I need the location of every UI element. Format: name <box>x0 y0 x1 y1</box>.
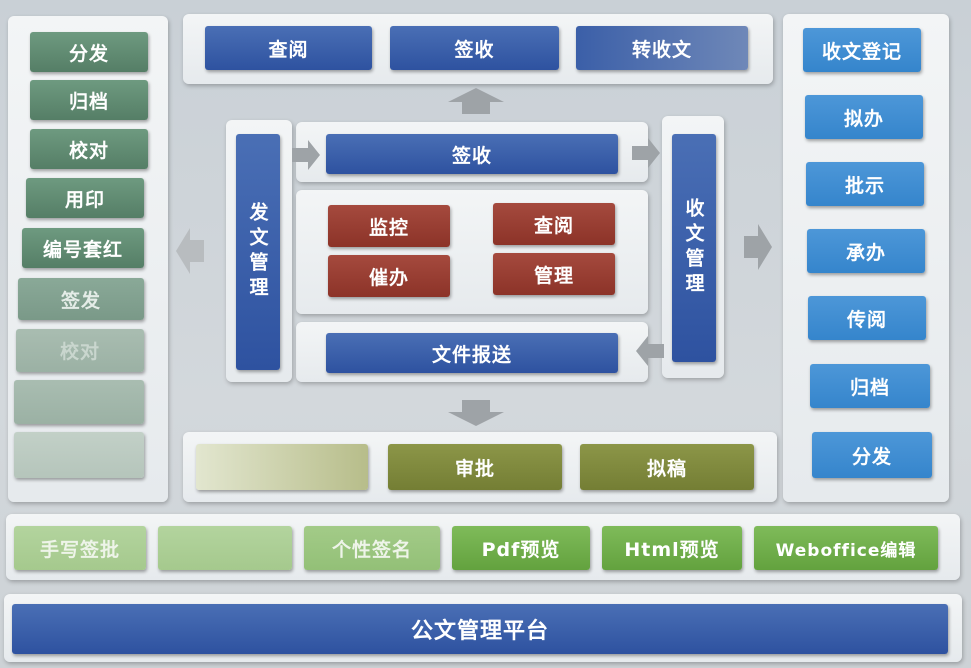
right-item-distribute[interactable]: 分发 <box>812 432 932 478</box>
top-sign-receive-button[interactable]: 签收 <box>390 26 559 70</box>
right-item-undertake[interactable]: 承办 <box>807 229 925 273</box>
left-item-faded-1[interactable] <box>14 380 144 424</box>
left-item-proofread[interactable]: 校对 <box>30 129 148 169</box>
left-item-archive[interactable]: 归档 <box>30 80 148 120</box>
personal-signature-button[interactable]: 个性签名 <box>304 526 440 570</box>
right-item-circulate[interactable]: 传阅 <box>808 296 926 340</box>
html-preview-button[interactable]: Html预览 <box>602 526 742 570</box>
pdf-preview-button[interactable]: Pdf预览 <box>452 526 590 570</box>
left-item-faded-2[interactable] <box>14 432 144 478</box>
top-review-button[interactable]: 查阅 <box>205 26 372 70</box>
arrow-right-small-icon <box>292 140 320 170</box>
arrow-down-icon <box>448 400 504 426</box>
arrow-left-icon <box>176 228 204 274</box>
arrow-up-icon <box>448 88 504 114</box>
weboffice-edit-button[interactable]: Weboffice编辑 <box>754 526 938 570</box>
tool-faded-button[interactable] <box>158 526 292 570</box>
draft-button[interactable]: 拟稿 <box>580 444 754 490</box>
handwrite-sign-button[interactable]: 手写签批 <box>14 526 146 570</box>
right-item-draft-handle[interactable]: 拟办 <box>805 95 923 139</box>
left-item-seal[interactable]: 用印 <box>26 178 144 218</box>
platform-title: 公文管理平台 <box>12 604 948 654</box>
bottom-faded-button[interactable] <box>196 444 368 490</box>
send-management-label[interactable]: 发文管理 <box>236 134 280 370</box>
arrow-right-small-2-icon <box>632 138 660 168</box>
arrow-right-icon <box>744 224 772 270</box>
left-item-distribute[interactable]: 分发 <box>30 32 148 72</box>
receive-management-label[interactable]: 收文管理 <box>672 134 716 362</box>
urge-button[interactable]: 催办 <box>328 255 450 297</box>
right-item-archive[interactable]: 归档 <box>810 364 930 408</box>
center-sign-receive-button[interactable]: 签收 <box>326 134 618 174</box>
top-transfer-receive-button[interactable]: 转收文 <box>576 26 748 70</box>
review-button[interactable]: 查阅 <box>493 203 615 245</box>
right-item-receive-register[interactable]: 收文登记 <box>803 28 921 72</box>
approve-button[interactable]: 审批 <box>388 444 562 490</box>
left-item-number-redhead[interactable]: 编号套红 <box>22 228 144 268</box>
left-item-proofread-faded[interactable]: 校对 <box>16 329 144 372</box>
file-submit-button[interactable]: 文件报送 <box>326 333 618 373</box>
arrow-left-small-icon <box>636 336 664 366</box>
right-item-instruct[interactable]: 批示 <box>806 162 924 206</box>
left-item-sign-issue[interactable]: 签发 <box>18 278 144 320</box>
monitor-button[interactable]: 监控 <box>328 205 450 247</box>
manage-button[interactable]: 管理 <box>493 253 615 295</box>
